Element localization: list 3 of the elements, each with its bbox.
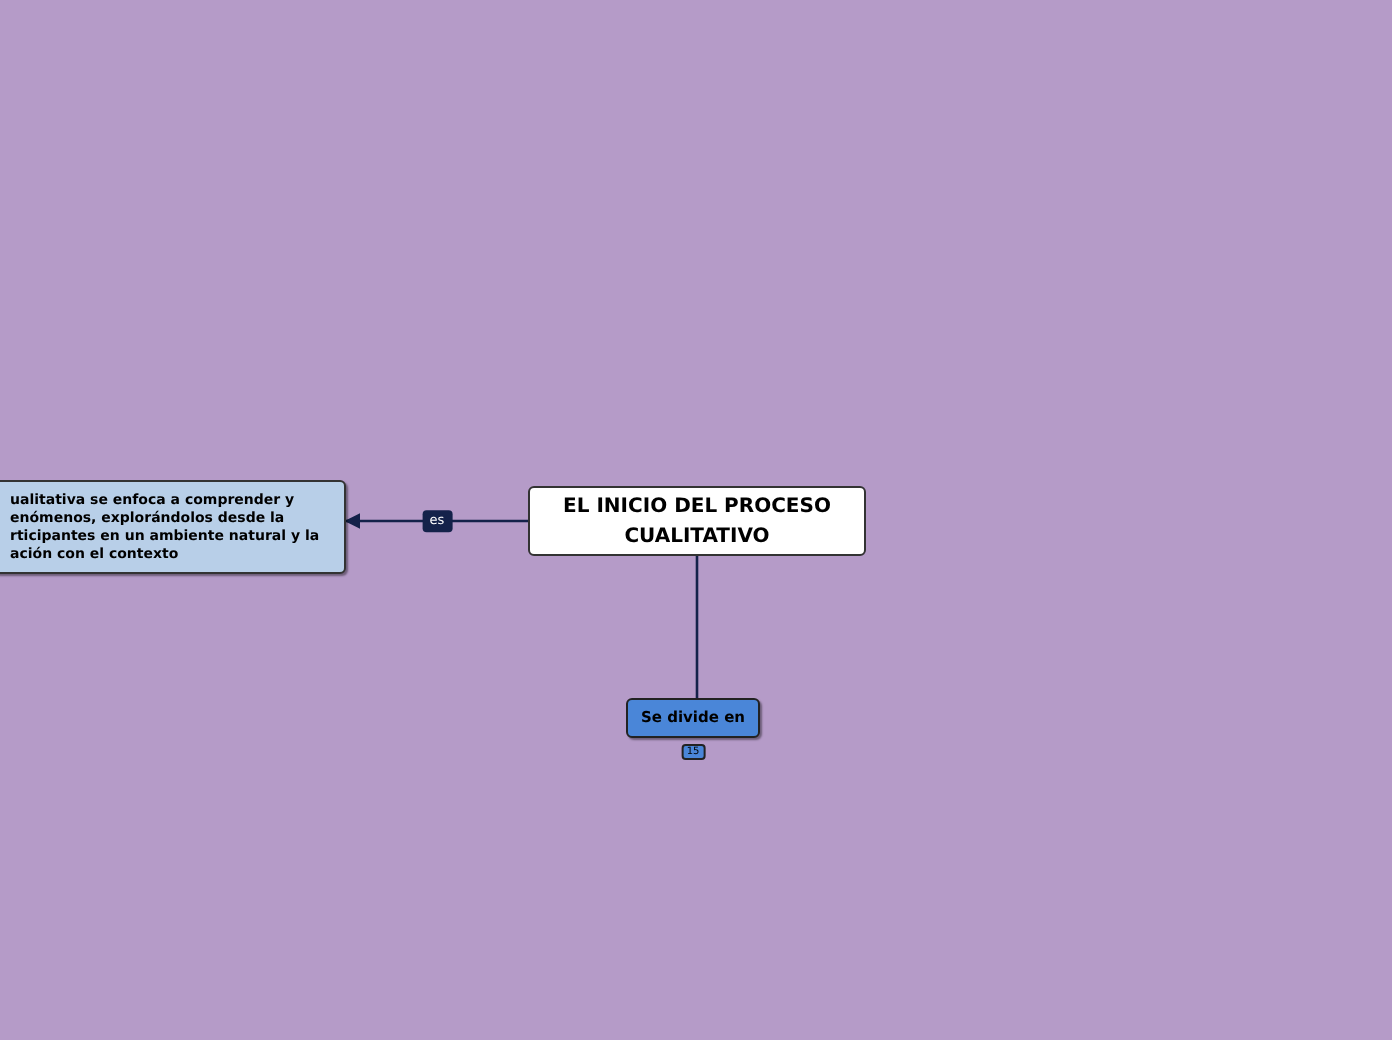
arrow xyxy=(344,513,528,529)
topic-box: EL INICIO DEL PROCESO CUALITATIVO xyxy=(528,486,866,556)
connector-line xyxy=(695,556,699,698)
